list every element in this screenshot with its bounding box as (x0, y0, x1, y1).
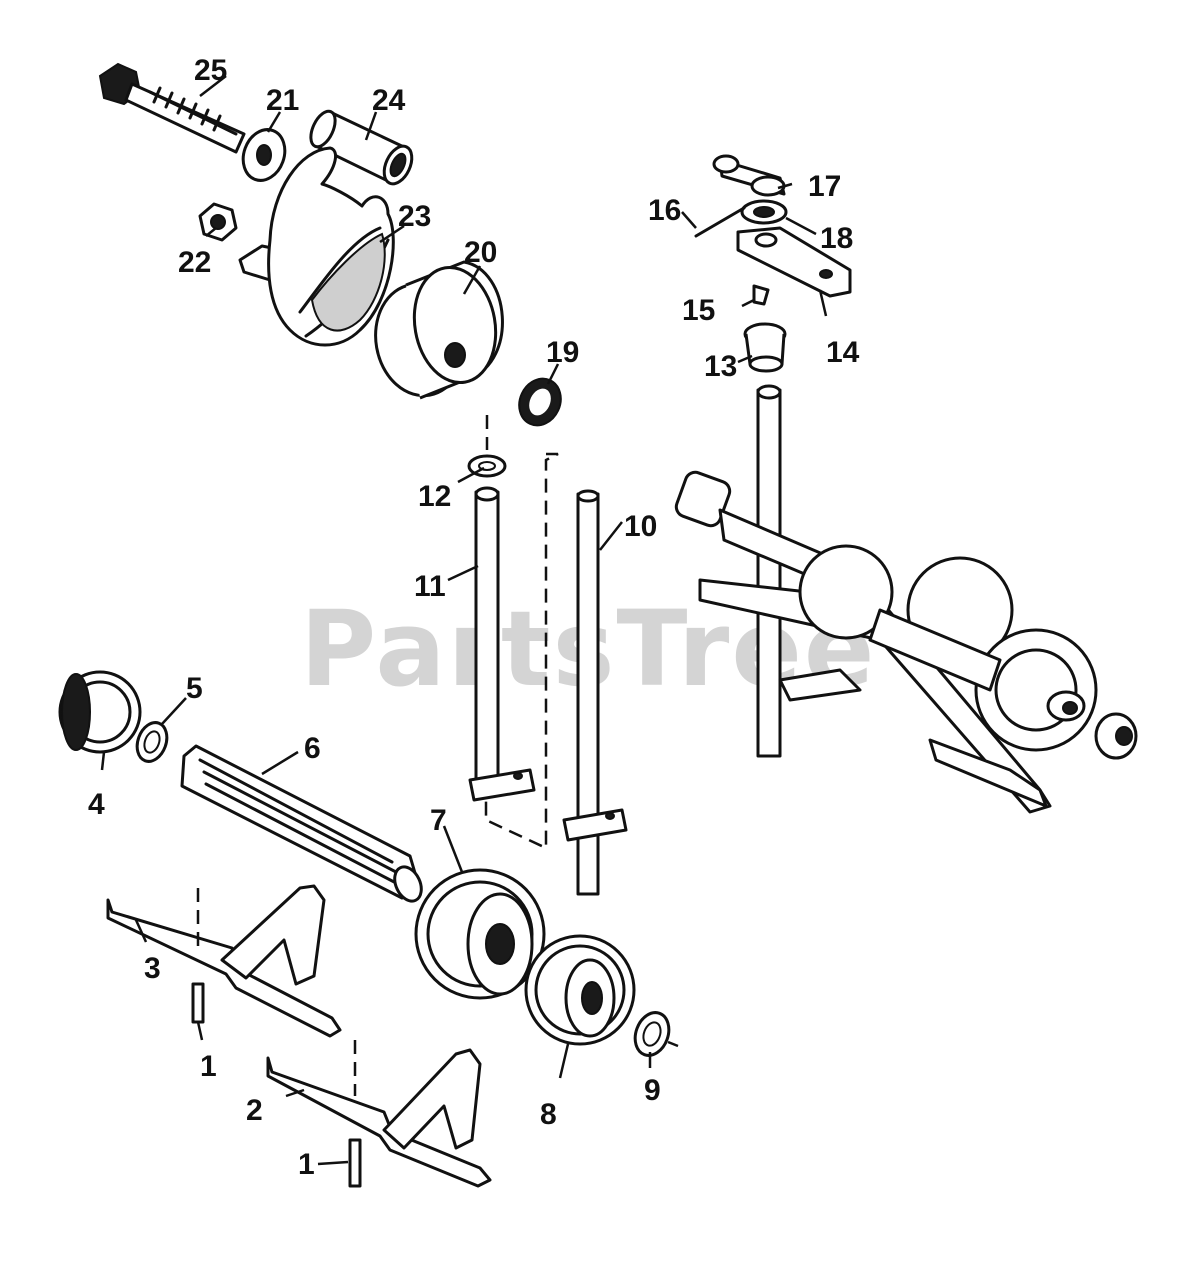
part-19-seal[interactable] (512, 372, 569, 432)
label-14: 14 (826, 336, 860, 369)
part-3-shift-fork[interactable] (106, 884, 342, 1038)
shift-shaft-assembly[interactable] (674, 384, 1138, 814)
part-13-bushing[interactable] (743, 322, 787, 373)
label-8: 8 (540, 1098, 557, 1131)
label-15: 15 (682, 294, 715, 327)
part-22-nut[interactable] (198, 202, 238, 242)
part-6-splined-shaft[interactable] (180, 744, 426, 905)
part-25-bolt[interactable] (98, 62, 246, 154)
part-14-shift-plate[interactable] (736, 226, 852, 298)
leader-lines (100, 75, 828, 1166)
label-17: 17 (808, 170, 841, 203)
label-18: 18 (820, 222, 853, 255)
label-21: 21 (266, 84, 299, 117)
part-1-pin-upper[interactable] (191, 982, 205, 1024)
axis-line-9 (667, 1040, 679, 1048)
part-15-key[interactable] (752, 284, 770, 306)
label-1-lower: 1 (298, 1148, 315, 1181)
part-21-washer[interactable] (236, 124, 291, 187)
label-25: 25 (194, 54, 227, 87)
label-6: 6 (304, 732, 321, 765)
label-23: 23 (398, 200, 431, 233)
part-17-shift-lever[interactable] (712, 154, 786, 197)
label-4: 4 (88, 788, 105, 821)
label-22: 22 (178, 246, 211, 279)
part-9-washer[interactable] (629, 1008, 674, 1060)
part-4-gear[interactable] (58, 670, 142, 754)
part-1-pin-lower[interactable] (348, 1138, 362, 1188)
label-19: 19 (546, 336, 579, 369)
label-9: 9 (644, 1074, 661, 1107)
label-5: 5 (186, 672, 203, 705)
part-18-bearing[interactable] (740, 199, 788, 225)
part-5-washer[interactable] (132, 718, 172, 765)
label-11: 11 (414, 570, 446, 603)
part-16-pin[interactable] (694, 206, 746, 238)
part-labels: 25 21 24 22 23 20 19 12 11 10 17 16 18 1… (88, 54, 860, 1181)
part-10-shift-rod[interactable] (562, 489, 628, 896)
part-7-gear[interactable] (414, 868, 546, 1000)
label-2: 2 (246, 1094, 263, 1127)
label-1-upper: 1 (200, 1050, 217, 1083)
part-23-brake-band[interactable] (238, 146, 395, 347)
part-20-drum[interactable] (367, 260, 505, 403)
label-7: 7 (430, 804, 447, 837)
label-3: 3 (144, 952, 161, 985)
label-10: 10 (624, 510, 657, 543)
part-2-shift-fork[interactable] (266, 1048, 492, 1188)
label-12: 12 (418, 480, 451, 513)
label-20: 20 (464, 236, 497, 269)
label-13: 13 (704, 350, 737, 383)
dashed-guide-10-11 (484, 452, 559, 850)
part-11-shift-rod[interactable] (468, 486, 536, 802)
part-8-gear[interactable] (524, 934, 636, 1046)
label-16: 16 (648, 194, 681, 227)
part-24-sleeve[interactable] (306, 108, 417, 189)
label-24: 24 (372, 84, 406, 117)
